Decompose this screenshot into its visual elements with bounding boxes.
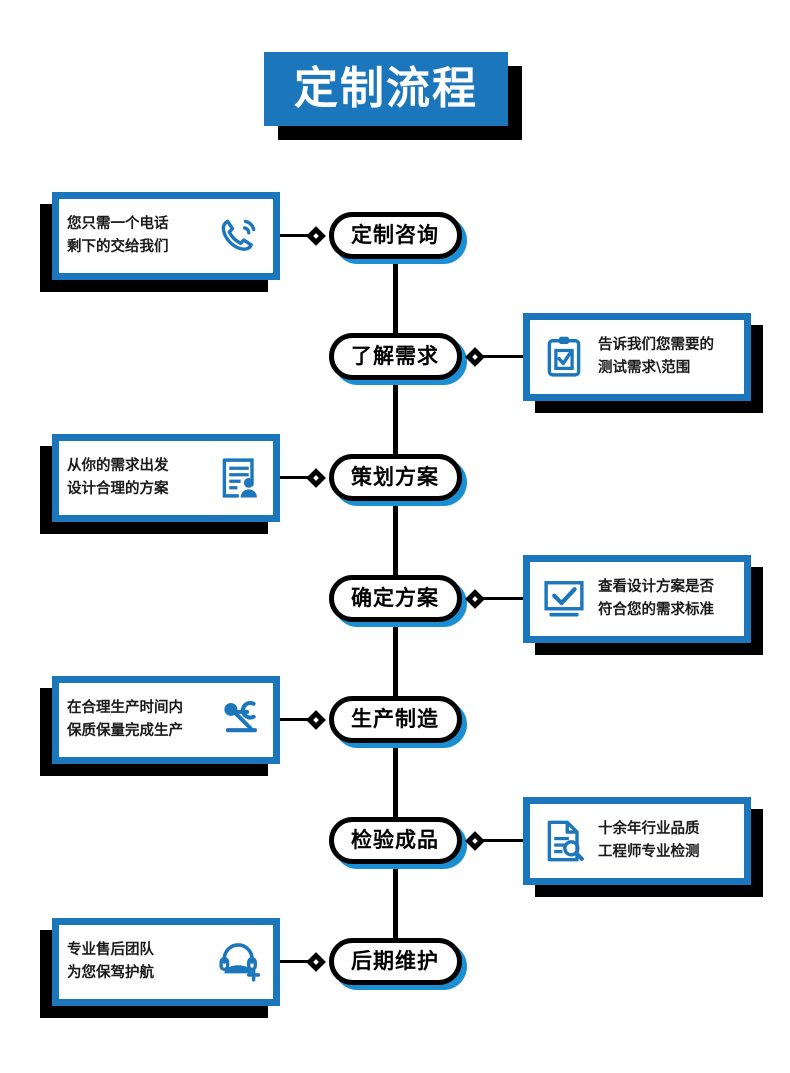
connector-diamond-icon	[464, 588, 485, 609]
flow-connector-4	[464, 588, 523, 609]
info-card-line-1: 在合理生产时间内	[67, 700, 183, 717]
flow-step-label: 定制咨询	[351, 223, 439, 247]
page-title: 定制流程	[294, 63, 478, 114]
connector-diamond-icon	[464, 346, 485, 367]
title-banner: 定制流程	[264, 52, 508, 126]
connector-line	[280, 234, 309, 237]
info-card-line-1: 专业售后团队	[67, 942, 154, 959]
info-card-1[interactable]: 您只需一个电话剩下的交给我们	[40, 191, 280, 292]
connector-diamond-icon	[464, 830, 485, 851]
flow-step-label: 后期维护	[351, 949, 439, 973]
connector-line	[280, 960, 309, 963]
info-card-line-1: 您只需一个电话	[67, 216, 169, 233]
monitor-check-icon	[538, 573, 590, 625]
info-card-box: 在合理生产时间内保质保量完成生产	[52, 675, 280, 764]
flow-connector-5	[280, 709, 326, 730]
info-card-line-1: 告诉我们您需要的	[598, 337, 714, 354]
info-card-2[interactable]: 告诉我们您需要的测试需求\范围	[523, 312, 763, 413]
phone-call-icon	[213, 210, 265, 262]
info-card-box: 告诉我们您需要的测试需求\范围	[523, 312, 751, 401]
flow-step-6[interactable]: 检验成品	[328, 817, 467, 869]
info-card-text: 专业售后团队为您保驾护航	[67, 939, 154, 984]
info-card-line-2: 设计合理的方案	[67, 480, 169, 497]
info-card-text: 告诉我们您需要的测试需求\范围	[598, 334, 714, 379]
info-card-text: 查看设计方案是否符合您的需求标准	[598, 576, 714, 621]
flow-step-box: 生产制造	[328, 696, 462, 743]
flow-step-box: 确定方案	[328, 575, 462, 622]
info-card-line-2: 测试需求\范围	[598, 359, 691, 376]
info-card-line-1: 从你的需求出发	[67, 458, 169, 475]
connector-diamond-icon	[305, 225, 326, 246]
flow-step-label: 生产制造	[351, 707, 439, 731]
flow-step-2[interactable]: 了解需求	[328, 333, 467, 385]
info-card-3[interactable]: 从你的需求出发设计合理的方案	[40, 433, 280, 534]
info-card-text: 十余年行业品质工程师专业检测	[598, 818, 700, 863]
info-card-text: 您只需一个电话剩下的交给我们	[67, 213, 169, 258]
flow-step-box: 了解需求	[328, 333, 462, 380]
connector-diamond-icon	[305, 709, 326, 730]
flow-step-5[interactable]: 生产制造	[328, 696, 467, 748]
document-search-icon	[538, 815, 590, 867]
info-card-box: 您只需一个电话剩下的交给我们	[52, 191, 280, 280]
info-card-line-2: 为您保驾护航	[67, 964, 154, 981]
flow-connector-1	[280, 225, 326, 246]
info-card-line-1: 十余年行业品质	[598, 821, 700, 838]
flow-step-4[interactable]: 确定方案	[328, 575, 467, 627]
flow-step-1[interactable]: 定制咨询	[328, 212, 467, 264]
connector-line	[481, 839, 523, 842]
flow-connector-3	[280, 467, 326, 488]
flow-step-box: 策划方案	[328, 454, 462, 501]
flow-step-label: 策划方案	[351, 465, 439, 489]
flow-connector-2	[464, 346, 523, 367]
flow-step-3[interactable]: 策划方案	[328, 454, 467, 506]
info-card-box: 十余年行业品质工程师专业检测	[523, 796, 751, 885]
info-card-line-1: 查看设计方案是否	[598, 579, 714, 596]
info-card-text: 在合理生产时间内保质保量完成生产	[67, 697, 183, 742]
connector-line	[280, 476, 309, 479]
info-card-6[interactable]: 十余年行业品质工程师专业检测	[523, 796, 763, 897]
flow-step-7[interactable]: 后期维护	[328, 938, 467, 990]
page-title-banner: 定制流程	[264, 52, 522, 140]
flow-step-box: 后期维护	[328, 938, 462, 985]
headset-support-icon	[213, 936, 265, 988]
connector-diamond-icon	[305, 951, 326, 972]
flow-step-box: 定制咨询	[328, 212, 462, 259]
connector-line	[481, 597, 523, 600]
clipboard-check-icon	[538, 331, 590, 383]
info-card-5[interactable]: 在合理生产时间内保质保量完成生产	[40, 675, 280, 776]
info-card-line-2: 工程师专业检测	[598, 843, 700, 860]
info-card-line-2: 符合您的需求标准	[598, 601, 714, 618]
info-card-line-2: 剩下的交给我们	[67, 238, 169, 255]
info-card-text: 从你的需求出发设计合理的方案	[67, 455, 169, 500]
info-card-7[interactable]: 专业售后团队为您保驾护航	[40, 917, 280, 1018]
flow-connector-6	[464, 830, 523, 851]
flow-step-label: 了解需求	[351, 344, 439, 368]
connector-line	[280, 718, 309, 721]
info-card-box: 查看设计方案是否符合您的需求标准	[523, 554, 751, 643]
info-card-4[interactable]: 查看设计方案是否符合您的需求标准	[523, 554, 763, 655]
connector-line	[481, 355, 523, 358]
flow-step-label: 检验成品	[351, 828, 439, 852]
robot-arm-icon	[213, 694, 265, 746]
document-person-icon	[213, 452, 265, 504]
info-card-box: 专业售后团队为您保驾护航	[52, 917, 280, 1006]
flow-step-box: 检验成品	[328, 817, 462, 864]
connector-diamond-icon	[305, 467, 326, 488]
flow-step-label: 确定方案	[351, 586, 439, 610]
info-card-box: 从你的需求出发设计合理的方案	[52, 433, 280, 522]
flow-connector-7	[280, 951, 326, 972]
info-card-line-2: 保质保量完成生产	[67, 722, 183, 739]
